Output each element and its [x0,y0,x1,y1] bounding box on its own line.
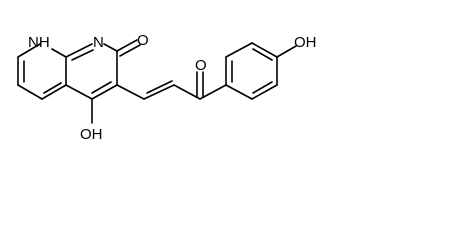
bond-c2-o-double-a [116,39,138,52]
bond-c8a-n8 [51,48,67,58]
bond-ca-cb [143,84,175,100]
label-o-carbonyl-ring: O [137,32,149,49]
ring-substituents [91,39,141,124]
chemical-structure-diagram: NH N O OH O OH [17,32,317,143]
pyridine-ring [17,43,67,100]
bond-ca-cb-inner [146,80,173,94]
atom-labels: NH N O OH O OH [28,32,317,143]
label-oh-ring: OH [80,126,103,143]
bond-ph5-ph6-inner [252,81,273,94]
bond-ph4-oh [276,45,297,58]
label-o-ketone: O [195,57,207,74]
bond-c3-c4-inner [91,81,112,94]
bond-c5-c4a-inner [43,82,62,94]
bond-cc-phenyl [199,84,227,100]
bond-c3-ca [116,84,145,100]
label-nh: NH [28,34,50,51]
bond-ph5-ph6 [251,84,278,100]
bond-ph2-ph3 [225,42,253,58]
bond-c6-c5 [17,84,43,100]
bond-c5-c4a [41,84,67,100]
bond-ph6-ph1 [225,84,253,100]
bond-n1-c2 [103,43,118,52]
bond-cb-cc [173,84,201,100]
propenone-linker [116,71,227,100]
bond-c2-o-double-b [119,44,141,57]
label-n-ring: N [93,34,104,51]
bond-c4-c4a [65,84,93,100]
bond-ph3-ph4-inner [252,48,273,61]
bond-c8a-n1 [65,43,93,58]
bond-n8-c7 [17,43,41,58]
phenol-ring [225,42,297,100]
bond-ph3-ph4 [251,42,278,58]
label-oh-phenol: OH [294,34,317,51]
bond-c3-c4 [91,84,118,100]
bond-c8a-n1-inner [71,49,94,61]
pyridinone-ring [65,43,118,100]
